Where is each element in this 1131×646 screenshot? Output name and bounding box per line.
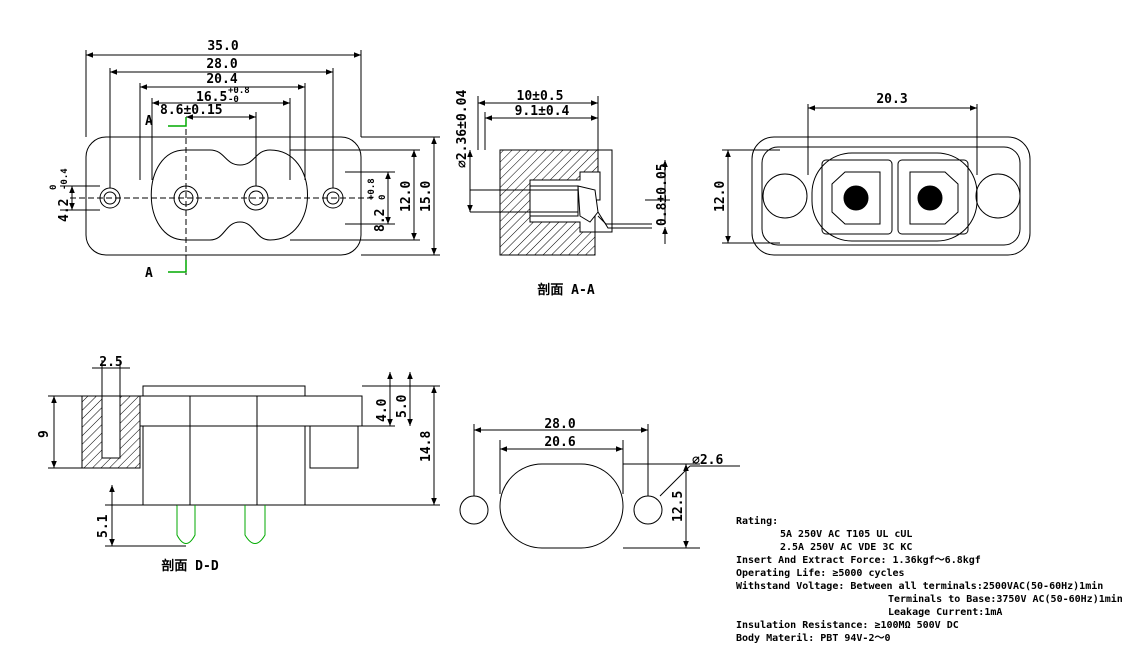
dim-9: 9 (37, 430, 52, 438)
dim-20-4: 20.4 (206, 72, 237, 87)
dim-8-6: 8.6±0.15 (160, 103, 223, 118)
spec-body-material: Body Materil: PBT 94V-2～0 (736, 632, 891, 644)
section-aa (467, 96, 670, 256)
flange-outline (85, 136, 362, 256)
svg-text:0: 0 (49, 185, 59, 190)
dim-4-2: 4.2 (57, 199, 72, 222)
svg-text:0: 0 (378, 195, 388, 200)
pin-dd-left (176, 505, 196, 544)
dim-20-3: 20.3 (876, 92, 907, 107)
dim-35: 35.0 (207, 39, 238, 54)
dim-14-8: 14.8 (419, 431, 434, 462)
cutout-hole-right (633, 495, 663, 525)
cutout-hole-left (459, 495, 489, 525)
dim-4-0: 4.0 (375, 398, 390, 422)
front-socket-recess (811, 152, 978, 242)
front-hole-left (762, 173, 808, 219)
spec-rating-title: Rating: (736, 515, 778, 527)
front-pin-right (917, 185, 943, 211)
dim-dia-2-36: ∅2.36±0.04 (455, 90, 470, 168)
section-aa-caption: 剖面 A-A (537, 282, 594, 298)
panel-cutout-labels: 28.0 20.6 ∅2.6 12.5 (544, 417, 723, 522)
dim-15: 15.0 (419, 181, 434, 212)
spec-insulation-resistance: Insulation Resistance: ≥100MΩ 500V DC (736, 619, 959, 631)
front-view (722, 104, 1031, 256)
cutout-opening (499, 463, 624, 549)
dim-10: 10±0.5 (517, 89, 564, 104)
pin-dd-right (244, 505, 266, 544)
dim-2-5: 2.5 (99, 355, 122, 370)
dim-9-1: 9.1±0.4 (515, 104, 570, 119)
top-view (60, 50, 440, 275)
section-dd (48, 360, 440, 547)
spec-withstand-voltage: Withstand Voltage: Between all terminals… (736, 580, 1103, 592)
dim-16-5: 16.5 (196, 90, 227, 105)
spec-insert-force: Insert And Extract Force: 1.36kgf～6.8kgf (736, 555, 981, 566)
dim-12-top: 12.0 (399, 181, 414, 212)
dim-0-8: 0.8±0.05 (655, 163, 670, 226)
dim-28-cutout: 28.0 (544, 417, 575, 432)
spec-notes: Rating: 5A 250V AC T105 UL cUL 2.5A 250V… (736, 515, 1123, 644)
svg-text:+0.8: +0.8 (367, 178, 377, 200)
spec-operating-life: Operating Life: ≥5000 cycles (736, 567, 905, 579)
front-hole-right (975, 173, 1021, 219)
section-mark-a-top: A (145, 114, 153, 129)
top-view-labels: 35.0 28.0 20.4 16.5 +0.8 -0 8.6±0.15 A A… (49, 39, 434, 281)
dim-8-2: 8.2 (373, 209, 388, 232)
front-pin-left (843, 185, 869, 211)
section-dd-labels: 2.5 9 4.0 5.0 14.8 5.1 剖面 D-D (37, 355, 434, 574)
spec-rating-vde: 2.5A 250V AC VDE 3C KC (780, 542, 912, 553)
svg-text:-0: -0 (228, 95, 239, 105)
spec-leakage-current: Leakage Current:1mA (888, 607, 1002, 618)
panel-cutout (459, 424, 740, 549)
svg-text:+0.8: +0.8 (228, 86, 250, 96)
svg-text:-0.4: -0.4 (60, 168, 70, 190)
section-mark-a-bottom: A (145, 266, 153, 281)
dim-20-6: 20.6 (544, 435, 575, 450)
spec-rating-ul: 5A 250V AC T105 UL cUL (780, 529, 912, 540)
spec-terminals-to-base: Terminals to Base:3750V AC(50-60Hz)1min (888, 593, 1123, 605)
dim-28: 28.0 (206, 57, 237, 72)
section-dd-caption: 剖面 D-D (161, 558, 218, 574)
dim-5-0: 5.0 (395, 394, 410, 418)
dim-12-5: 12.5 (671, 491, 686, 522)
dim-dia-2-6: ∅2.6 (692, 453, 723, 468)
dim-5-1: 5.1 (96, 514, 111, 538)
front-view-labels: 20.3 12.0 (713, 92, 908, 212)
section-aa-labels: 10±0.5 9.1±0.4 ∅2.36±0.04 0.8±0.05 剖面 A-… (455, 89, 670, 298)
socket-body (150, 149, 308, 241)
dim-12-front: 12.0 (713, 181, 728, 212)
